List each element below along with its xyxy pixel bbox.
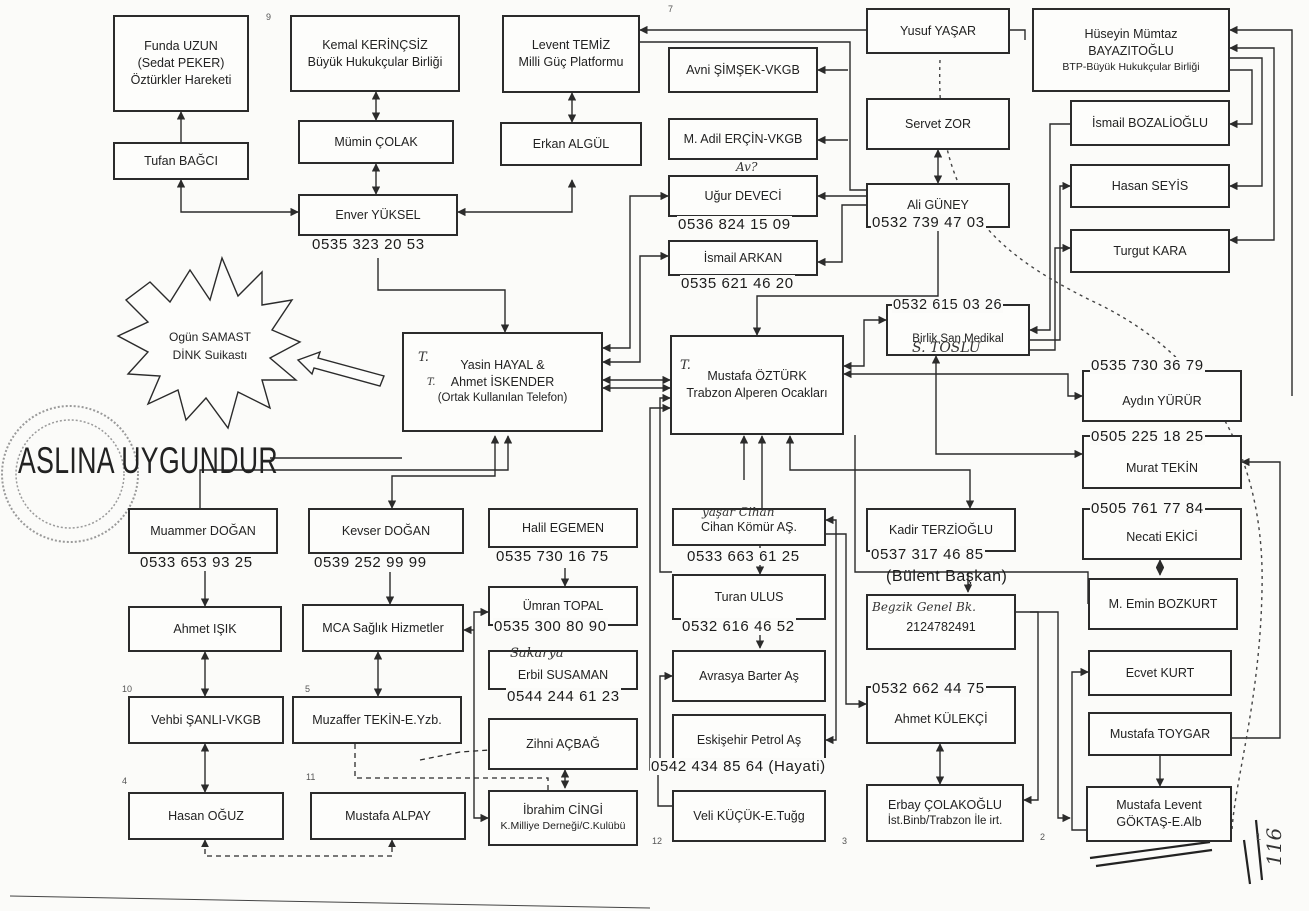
hand-ugur-note: Av? <box>736 160 758 174</box>
node-begzik-genel: 2124782491 <box>866 594 1016 650</box>
phone-ali: 0532 739 47 03 <box>871 214 986 231</box>
node-cihan-komur: Cihan Kömür AŞ. <box>672 508 826 546</box>
node-yasin-hayal: Yasin HAYAL &Ahmet İSKENDER(Ortak Kullan… <box>402 332 603 432</box>
node-muammer-dogan: Muammer DOĞAN <box>128 508 278 554</box>
burst-shape <box>116 255 302 430</box>
node-turan-ulus: Turan ULUS <box>672 574 826 620</box>
hand-t-ahmet: T. <box>427 377 436 388</box>
node-ismail-bozalioglu: İsmail BOZALİOĞLU <box>1070 100 1230 146</box>
node-halil-egemen: Halil EGEMEN <box>488 508 638 548</box>
hand-yasar-cihan: yaşar Cihan <box>702 505 775 519</box>
node-hasan-seyis: Hasan SEYİS <box>1070 164 1230 208</box>
phone-eskisehir: 0542 434 85 64 (Hayati) <box>650 758 827 775</box>
page-num-4: 4 <box>122 776 128 786</box>
phone-umran: 0535 300 80 90 <box>493 618 608 635</box>
page-num-12: 12 <box>652 836 663 846</box>
hand-t-mustafa: T. <box>680 358 691 373</box>
node-emin-bozkurt: M. Emin BOZKURT <box>1088 578 1238 630</box>
page-num-10: 10 <box>122 684 133 694</box>
page-num-7: 7 <box>668 4 674 14</box>
node-funda-uzun: Funda UZUN(Sedat PEKER)Öztürkler Hareket… <box>113 15 249 112</box>
page-num-5: 5 <box>305 684 311 694</box>
node-avni-simsek: Avni ŞİMŞEK-VKGB <box>668 47 818 93</box>
node-veli-kucuk: Veli KÜÇÜK-E.Tuğg <box>672 790 826 842</box>
node-muzaffer-tekin: Muzaffer TEKİN-E.Yzb. <box>292 696 462 744</box>
phone-enver: 0535 323 20 53 <box>311 236 426 253</box>
node-adil-ercin: M. Adil ERÇİN-VKGB <box>668 118 818 160</box>
node-mustafa-alpay: Mustafa ALPAY <box>310 792 466 840</box>
phone-ugur: 0536 824 15 09 <box>677 216 792 233</box>
node-aydin-yurur: Aydın YÜRÜR <box>1082 370 1242 422</box>
phone-aydin: 0535 730 36 79 <box>1090 357 1205 374</box>
hand-sakarya: Sakarya <box>510 646 564 661</box>
phone-kadir: 0537 317 46 85 <box>870 546 985 563</box>
node-zihni-acbag: Zihni AÇBAĞ <box>488 718 638 770</box>
node-ismail-arkan: İsmail ARKAN <box>668 240 818 276</box>
page-num-9: 9 <box>266 12 272 22</box>
phone-halil: 0535 730 16 75 <box>495 548 610 565</box>
stamp-aslina-uygundur: ASLINA UYGUNDUR <box>18 440 279 481</box>
node-hasan-oguz: Hasan OĞUZ <box>128 792 284 840</box>
note-bulent-baskan: (Bülent Başkan) <box>886 568 1008 585</box>
signature <box>1089 819 1264 885</box>
phone-turan: 0532 616 46 52 <box>681 618 796 635</box>
node-turgut-kara: Turgut KARA <box>1070 229 1230 273</box>
node-kadir-terzioglu: Kadir TERZİOĞLU <box>866 508 1016 552</box>
node-kevser-dogan: Kevser DOĞAN <box>308 508 464 554</box>
phone-erbil: 0544 244 61 23 <box>506 688 621 705</box>
node-erbil-susaman: Erbil SUSAMAN <box>488 650 638 690</box>
margin-number: 116 <box>1262 827 1286 866</box>
node-erkan-algul: Erkan ALGÜL <box>500 122 642 166</box>
page-num-2: 2 <box>1040 832 1046 842</box>
phone-murat: 0505 225 18 25 <box>1090 428 1205 445</box>
node-enver-yuksel: Enver YÜKSEL <box>298 194 458 236</box>
page-num-3: 3 <box>842 836 848 846</box>
stamp-seal <box>1 405 139 543</box>
node-yusuf-yasar: Yusuf YAŞAR <box>866 8 1010 54</box>
hand-t-yasin: T. <box>418 350 429 365</box>
node-mumin-colak: Mümin ÇOLAK <box>298 120 454 164</box>
phone-necati: 0505 761 77 84 <box>1090 500 1205 517</box>
node-ecvet-kurt: Ecvet KURT <box>1088 650 1232 696</box>
node-mca-saglik: MCA Sağlık Hizmetler <box>302 604 464 652</box>
hand-stosu: S. TOSLU <box>912 340 981 356</box>
phone-kevser: 0539 252 99 99 <box>313 554 428 571</box>
node-vehbi-sanli: Vehbi ŞANLI-VKGB <box>128 696 284 744</box>
hand-begzik: Begzik Genel Bk. <box>872 600 976 614</box>
page-num-1: 1 <box>1256 832 1262 842</box>
page-num-11: 11 <box>306 772 316 782</box>
node-avrasya-barter: Avrasya Barter Aş <box>672 650 826 702</box>
pointer-arrow <box>296 350 385 387</box>
node-mustafa-toygar: Mustafa TOYGAR <box>1088 712 1232 756</box>
phone-muammer: 0533 653 93 25 <box>139 554 254 571</box>
node-ahmet-isik: Ahmet IŞIK <box>128 606 282 652</box>
node-servet-zor: Servet ZOR <box>866 98 1010 150</box>
phone-arkan: 0535 621 46 20 <box>680 275 795 292</box>
node-tufan-bagci: Tufan BAĞCI <box>113 142 249 180</box>
phone-birlik: 0532 615 03 26 <box>892 297 1004 313</box>
node-ugur-deveci: Uğur DEVECİ <box>668 175 818 217</box>
phone-kulekci: 0532 662 44 75 <box>871 680 986 697</box>
phone-cihan: 0533 663 61 25 <box>686 548 801 565</box>
